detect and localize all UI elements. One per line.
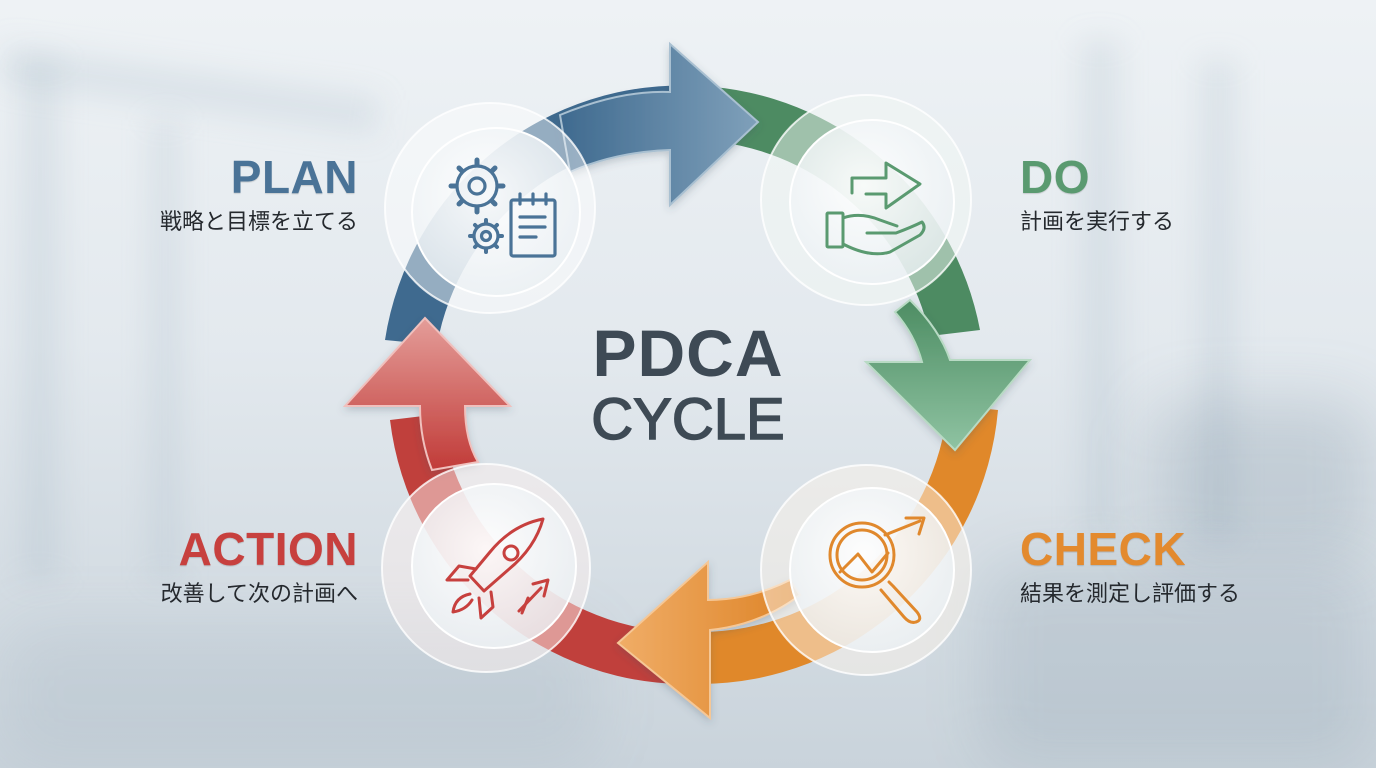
action-title: ACTION [178,523,358,575]
action-circle [381,463,591,673]
plan-circle [384,102,596,314]
plan-title: PLAN [230,151,358,203]
check-label: CHECK 結果を測定し評価する [1020,524,1340,610]
magnifier-chart-icon [828,516,926,624]
arrow-do-to-check [863,298,1033,452]
do-title: DO [1020,151,1090,203]
gears-notepad-icon [448,157,557,258]
do-label: DO 計画を実行する [1020,152,1300,238]
hand-arrow-icon [825,161,926,256]
cycle-title: PDCA CYCLE [538,318,838,452]
plan-label: PLAN 戦略と目標を立てる [100,152,358,238]
check-circle [760,464,972,676]
cycle-title-line1: PDCA [592,316,784,390]
do-description: 計画を実行する [1020,210,1175,235]
cycle-title-line2: CYCLE [591,387,786,453]
action-description: 改善して次の計画へ [160,582,358,607]
do-circle [760,94,972,306]
plan-description: 戦略と目標を立てる [159,210,358,235]
arrow-plan-to-do [558,41,760,208]
check-title: CHECK [1020,523,1187,575]
arrow-action-to-plan [342,316,513,472]
rocket-icon [445,517,550,620]
check-description: 結果を測定し評価する [1020,582,1241,607]
action-label: ACTION 改善して次の計画へ [100,524,358,610]
